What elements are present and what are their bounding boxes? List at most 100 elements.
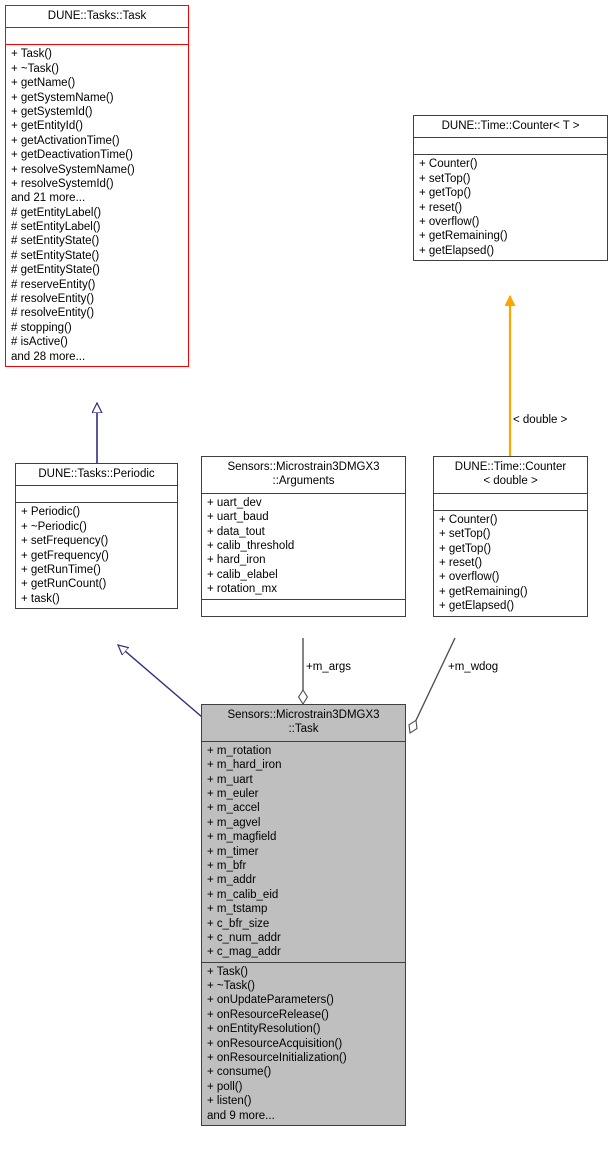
class-separator: [16, 502, 177, 504]
class-member: + m_addr: [207, 874, 256, 887]
class-member: + m_uart: [207, 773, 253, 786]
class-separator: [202, 961, 405, 963]
attributes-compartment-dune-tasks-task: [6, 28, 188, 44]
class-box-dune-time-counter-t[interactable]: DUNE::Time::Counter< T > + Counter() + s…: [413, 115, 608, 262]
class-member-more: and 9 more...: [207, 1109, 275, 1122]
class-title-microstrain-task: Sensors::Microstrain3DMGX3 ::Task: [227, 709, 380, 736]
class-separator: [414, 154, 607, 156]
class-member: # resolveEntity(): [11, 307, 95, 320]
class-member: + getTop(): [439, 542, 492, 555]
edge-label-m-wdog: +m_wdog: [448, 661, 499, 673]
class-separator: [202, 740, 405, 742]
class-member: + getFrequency(): [21, 549, 109, 562]
class-member: + setTop(): [419, 172, 471, 185]
class-member: + overflow(): [419, 215, 480, 228]
class-member: + m_tstamp: [207, 903, 268, 916]
class-separator: [202, 492, 405, 494]
class-member-more: and 28 more...: [11, 350, 86, 363]
class-member: + onResourceInitialization(): [207, 1052, 347, 1065]
class-member: # stopping(): [11, 321, 72, 334]
class-member: + getTop(): [419, 187, 472, 200]
class-member: + m_euler: [207, 787, 259, 800]
class-member: + ~Task(): [207, 980, 255, 993]
class-separator: [6, 27, 188, 29]
class-member: + Task(): [207, 965, 249, 978]
class-member: + getRemaining(): [439, 585, 528, 598]
class-separator: [414, 137, 607, 139]
class-member: + m_timer: [207, 845, 259, 858]
class-member: + m_bfr: [207, 859, 247, 872]
class-member: + onResourceRelease(): [207, 1008, 329, 1021]
methods-compartment-arguments: [202, 600, 405, 616]
class-title-dune-tasks-task: DUNE::Tasks::Task: [47, 10, 147, 22]
methods-compartment-dune-tasks-task: + Task() + ~Task() + getName() + getSyst…: [6, 45, 188, 366]
class-title-microstrain-arguments: Sensors::Microstrain3DMGX3 ::Arguments: [227, 461, 380, 488]
class-box-microstrain-task[interactable]: Sensors::Microstrain3DMGX3 ::Task + m_ro…: [201, 704, 406, 1126]
class-separator: [202, 598, 405, 600]
class-member: + Counter(): [419, 158, 478, 171]
class-member: + getSystemName(): [11, 91, 114, 104]
class-member: + resolveSystemId(): [11, 177, 114, 190]
class-member: # isActive(): [11, 336, 68, 349]
attributes-compartment-arguments: + uart_dev + uart_baud + data_tout + cal…: [202, 494, 405, 599]
class-member: + c_mag_addr: [207, 946, 281, 959]
class-member: + getSystemId(): [11, 105, 93, 118]
class-title-dune-tasks-periodic: DUNE::Tasks::Periodic: [38, 468, 155, 480]
class-member: + m_rotation: [207, 744, 272, 757]
class-member: + task(): [21, 592, 60, 605]
methods-compartment-counter-double: + Counter() + setTop() + getTop() + rese…: [434, 511, 587, 616]
class-member: + onResourceAcquisition(): [207, 1037, 343, 1050]
methods-compartment-periodic: + Periodic() + ~Periodic() + setFrequenc…: [16, 503, 177, 608]
class-member-more: and 21 more...: [11, 192, 86, 205]
class-member: + hard_iron: [207, 554, 266, 567]
class-box-dune-time-counter-double[interactable]: DUNE::Time::Counter < double > + Counter…: [433, 456, 588, 617]
class-member: + reset(): [419, 201, 463, 214]
edge-inheritance-mstask-to-periodic: [118, 645, 210, 724]
class-box-dune-tasks-periodic[interactable]: DUNE::Tasks::Periodic + Periodic() + ~Pe…: [15, 463, 178, 610]
attributes-compartment-microstrain-task: + m_rotation + m_hard_iron + m_uart + m_…: [202, 742, 405, 962]
class-member: + setFrequency(): [21, 535, 109, 548]
class-member: + getRunTime(): [21, 563, 101, 576]
methods-compartment-microstrain-task: + Task() + ~Task() + onUpdateParameters(…: [202, 963, 405, 1125]
class-member: + calib_elabel: [207, 568, 278, 581]
class-member: + getEntityId(): [11, 120, 83, 133]
class-member: + getRemaining(): [419, 230, 508, 243]
class-member: + Task(): [11, 48, 53, 61]
class-member: + getActivationTime(): [11, 134, 120, 147]
class-member: + data_tout: [207, 525, 265, 538]
methods-compartment-counter-t: + Counter() + setTop() + getTop() + rese…: [414, 155, 607, 260]
class-separator: [6, 44, 188, 46]
class-separator: [16, 485, 177, 487]
class-member: + m_agvel: [207, 816, 261, 829]
attributes-compartment-counter-t: [414, 138, 607, 154]
class-member: + reset(): [439, 556, 483, 569]
edge-label-template-binding-double: < double >: [513, 414, 568, 426]
class-member: + getName(): [11, 77, 76, 90]
class-separator: [434, 509, 587, 511]
class-member: + getElapsed(): [439, 600, 515, 613]
class-member: + onUpdateParameters(): [207, 994, 334, 1007]
class-member: + c_bfr_size: [207, 917, 270, 930]
class-member: # setEntityState(): [11, 235, 100, 248]
edge-aggregation-m-wdog: [410, 637, 456, 733]
class-box-dune-tasks-task[interactable]: DUNE::Tasks::Task + Task() + ~Task() + g…: [5, 5, 189, 367]
class-member: # setEntityState(): [11, 249, 100, 262]
attributes-compartment-counter-double: [434, 494, 587, 510]
class-member: + Periodic(): [21, 506, 81, 519]
class-box-microstrain-arguments[interactable]: Sensors::Microstrain3DMGX3 ::Arguments +…: [201, 456, 406, 617]
class-member: + setTop(): [439, 528, 491, 541]
class-member: # getEntityLabel(): [11, 206, 102, 219]
class-member: # getEntityState(): [11, 264, 100, 277]
class-member: + getRunCount(): [21, 578, 107, 591]
class-member: + ~Task(): [11, 62, 59, 75]
class-member: + m_magfield: [207, 831, 277, 844]
class-member: + Counter(): [439, 513, 498, 526]
class-title-dune-time-counter-t: DUNE::Time::Counter< T >: [441, 120, 580, 132]
attributes-compartment-periodic: [16, 486, 177, 502]
class-member: + overflow(): [439, 571, 500, 584]
class-member: + resolveSystemName(): [11, 163, 135, 176]
class-member: + calib_threshold: [207, 539, 295, 552]
class-member: # setEntityLabel(): [11, 221, 101, 234]
class-member: # reserveEntity(): [11, 278, 96, 291]
